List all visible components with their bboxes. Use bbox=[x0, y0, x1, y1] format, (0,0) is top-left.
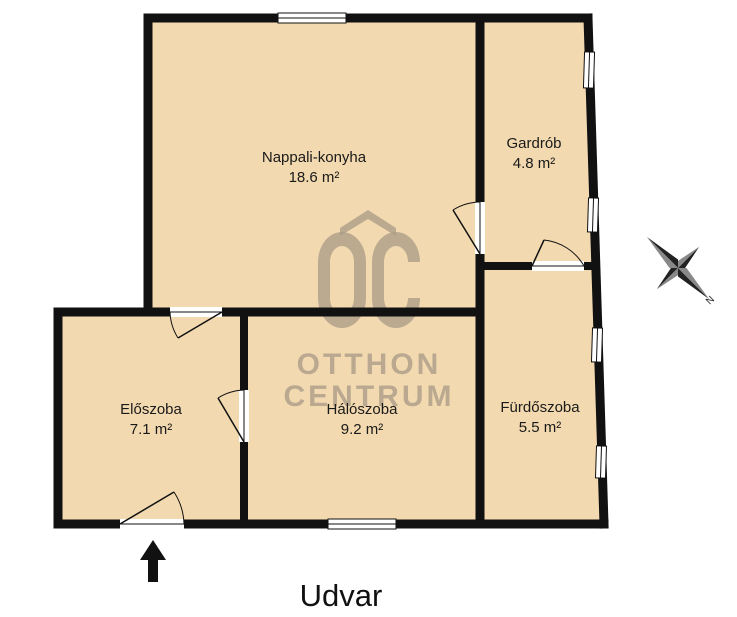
watermark-monogram-icon bbox=[318, 232, 420, 328]
watermark: OTTHON CENTRUM bbox=[284, 210, 455, 413]
door-nappali-gardrob bbox=[452, 201, 485, 255]
door-eloszoba-nappali bbox=[169, 307, 223, 339]
room-name-gardrob: Gardrób bbox=[506, 135, 561, 152]
wall-right bbox=[583, 13, 609, 529]
room-area-eloszoba: 7.1 m² bbox=[130, 421, 173, 438]
watermark-roof-icon bbox=[340, 210, 396, 236]
floors bbox=[58, 18, 604, 524]
watermark-line1: OTTHON bbox=[297, 348, 442, 381]
room-name-furdoszoba: Fürdőszoba bbox=[500, 399, 580, 416]
window-nappali-top bbox=[277, 12, 347, 24]
floor-furdoszoba bbox=[480, 266, 604, 524]
room-name-nappali-konyha: Nappali-konyha bbox=[262, 149, 367, 166]
room-labels: Nappali-konyha 18.6 m² Gardrób 4.8 m² El… bbox=[120, 135, 580, 438]
entrance-arrow-icon bbox=[140, 540, 166, 582]
room-area-gardrob: 4.8 m² bbox=[513, 155, 556, 172]
window-furdoszoba-right-2 bbox=[594, 445, 608, 479]
window-haloszoba-bottom bbox=[327, 518, 397, 530]
doors bbox=[119, 201, 585, 529]
compass-north-label: N bbox=[704, 294, 717, 307]
watermark-line2: CENTRUM bbox=[284, 380, 455, 413]
floor-haloszoba bbox=[244, 312, 480, 524]
windows bbox=[277, 12, 608, 530]
room-area-furdoszoba: 5.5 m² bbox=[519, 419, 562, 436]
door-gardrob-bottom bbox=[531, 239, 585, 271]
window-gardrob-right-2 bbox=[586, 197, 600, 233]
window-gardrob-right-1 bbox=[582, 51, 596, 89]
window-furdoszoba-right-1 bbox=[590, 327, 604, 363]
room-name-haloszoba: Hálószoba bbox=[327, 401, 399, 418]
room-area-nappali-konyha: 18.6 m² bbox=[289, 169, 340, 186]
room-area-haloszoba: 9.2 m² bbox=[341, 421, 384, 438]
door-entrance bbox=[119, 491, 185, 529]
floor-gardrob bbox=[480, 18, 592, 266]
floor-eloszoba bbox=[58, 312, 244, 524]
door-eloszoba-haloszoba bbox=[217, 389, 249, 443]
room-name-eloszoba: Előszoba bbox=[120, 401, 182, 418]
outside-label: Udvar bbox=[300, 578, 383, 613]
compass-rose-icon bbox=[646, 236, 710, 300]
